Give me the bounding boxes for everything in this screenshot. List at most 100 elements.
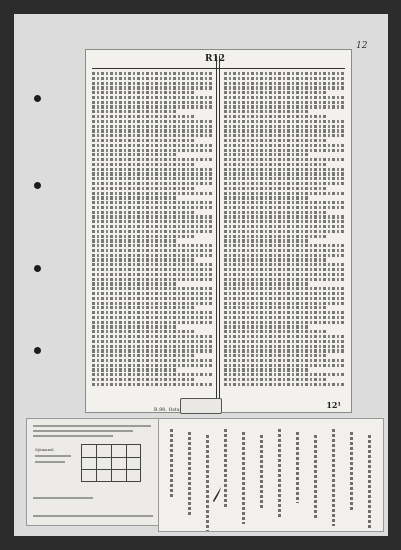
handwritten-line <box>224 272 344 276</box>
handwritten-line <box>224 287 344 291</box>
handwritten-line <box>224 220 344 224</box>
handwritten-line <box>92 72 212 76</box>
handwritten-line <box>224 105 344 109</box>
handwritten-vertical-line <box>347 425 357 525</box>
handwritten-vertical-line <box>221 425 231 525</box>
handwritten-line <box>92 143 212 147</box>
handwritten-line <box>224 191 344 195</box>
handwritten-line <box>92 162 196 167</box>
handwritten-line <box>92 339 212 343</box>
handwritten-line <box>224 86 344 90</box>
binder-hole <box>34 95 41 102</box>
handwritten-line <box>92 248 212 253</box>
handwritten-line <box>224 205 344 210</box>
handwritten-line <box>92 378 196 382</box>
handwritten-line <box>224 277 344 281</box>
handwritten-line <box>224 253 344 257</box>
handwritten-line <box>224 258 328 262</box>
handwritten-line <box>92 349 212 353</box>
handwritten-line <box>224 110 308 114</box>
handwritten-vertical-line <box>293 425 303 525</box>
handwritten-line <box>92 186 196 190</box>
handwritten-line <box>224 349 344 353</box>
handwritten-line <box>92 181 212 186</box>
handwritten-line <box>92 358 212 363</box>
handwritten-line <box>224 225 344 229</box>
handwritten-line <box>224 177 344 181</box>
handwritten-line <box>92 253 212 257</box>
form-table <box>81 444 141 482</box>
handwritten-line <box>224 91 328 95</box>
handwritten-line <box>92 363 212 367</box>
handwritten-line <box>92 239 176 243</box>
handwritten-line <box>224 263 344 267</box>
handwritten-line <box>224 172 344 176</box>
handwritten-line <box>224 268 344 272</box>
handwritten-line <box>224 344 344 348</box>
handwritten-line <box>92 191 212 195</box>
handwritten-line <box>224 201 344 205</box>
handwritten-line <box>92 234 196 238</box>
column-divider <box>219 56 220 402</box>
handwritten-vertical-line <box>311 425 321 525</box>
handwritten-line <box>92 153 176 157</box>
handwritten-line <box>92 315 212 320</box>
handwritten-line <box>92 244 212 248</box>
handwritten-line <box>224 320 344 324</box>
handwritten-line <box>224 368 308 372</box>
handwritten-line <box>224 248 344 253</box>
handwritten-line <box>224 296 344 300</box>
handwritten-line <box>92 287 212 291</box>
handwritten-line <box>92 344 212 348</box>
handwritten-line <box>92 258 196 262</box>
handwritten-line <box>92 225 212 229</box>
handwritten-line <box>224 282 308 286</box>
handwritten-line <box>92 291 212 296</box>
handwritten-line <box>92 373 212 377</box>
handwritten-line <box>224 315 344 320</box>
handwritten-line <box>224 330 328 334</box>
handwritten-vertical-line <box>329 425 339 526</box>
handwritten-line <box>224 291 344 296</box>
handwritten-vertical-line <box>365 425 375 528</box>
handwritten-line <box>92 263 212 267</box>
handwritten-line <box>224 134 344 138</box>
handwritten-line <box>92 311 212 315</box>
handwritten-line <box>224 339 344 343</box>
handwritten-line <box>224 306 328 310</box>
handwritten-line <box>224 129 344 133</box>
handwritten-line <box>92 95 212 100</box>
handwritten-vertical-line <box>275 425 285 525</box>
binder-hole <box>34 265 41 272</box>
handwritten-vertical-line <box>167 425 177 525</box>
handwritten-line <box>224 210 328 214</box>
handwritten-line <box>224 239 308 243</box>
binder-hole <box>34 347 41 354</box>
handwritten-line <box>224 153 308 157</box>
handwritten-line <box>224 325 308 329</box>
handwritten-line <box>92 148 212 152</box>
handwritten-line <box>92 320 212 324</box>
handwritten-line <box>92 110 176 114</box>
handwritten-line <box>92 100 212 104</box>
handwritten-line <box>224 158 344 162</box>
handwritten-line <box>224 311 344 315</box>
handwritten-line <box>92 205 212 210</box>
handwritten-line <box>92 325 176 329</box>
corner-page-number: 12 <box>356 41 368 51</box>
handwritten-line <box>224 138 328 143</box>
handwritten-line <box>224 378 328 382</box>
handwritten-line <box>92 368 176 372</box>
handwritten-line <box>92 268 212 272</box>
handwritten-vertical-line <box>257 425 267 525</box>
handwritten-line <box>92 306 196 310</box>
sheet-footer-number: 12¹ <box>326 400 341 410</box>
handwritten-line <box>224 334 344 339</box>
handwritten-line <box>224 244 344 248</box>
handwritten-line <box>92 119 212 123</box>
handwritten-line <box>224 181 344 186</box>
handwritten-line <box>92 134 212 138</box>
handwritten-line <box>224 358 344 363</box>
handwritten-line <box>92 354 196 358</box>
handwritten-line <box>224 72 344 76</box>
